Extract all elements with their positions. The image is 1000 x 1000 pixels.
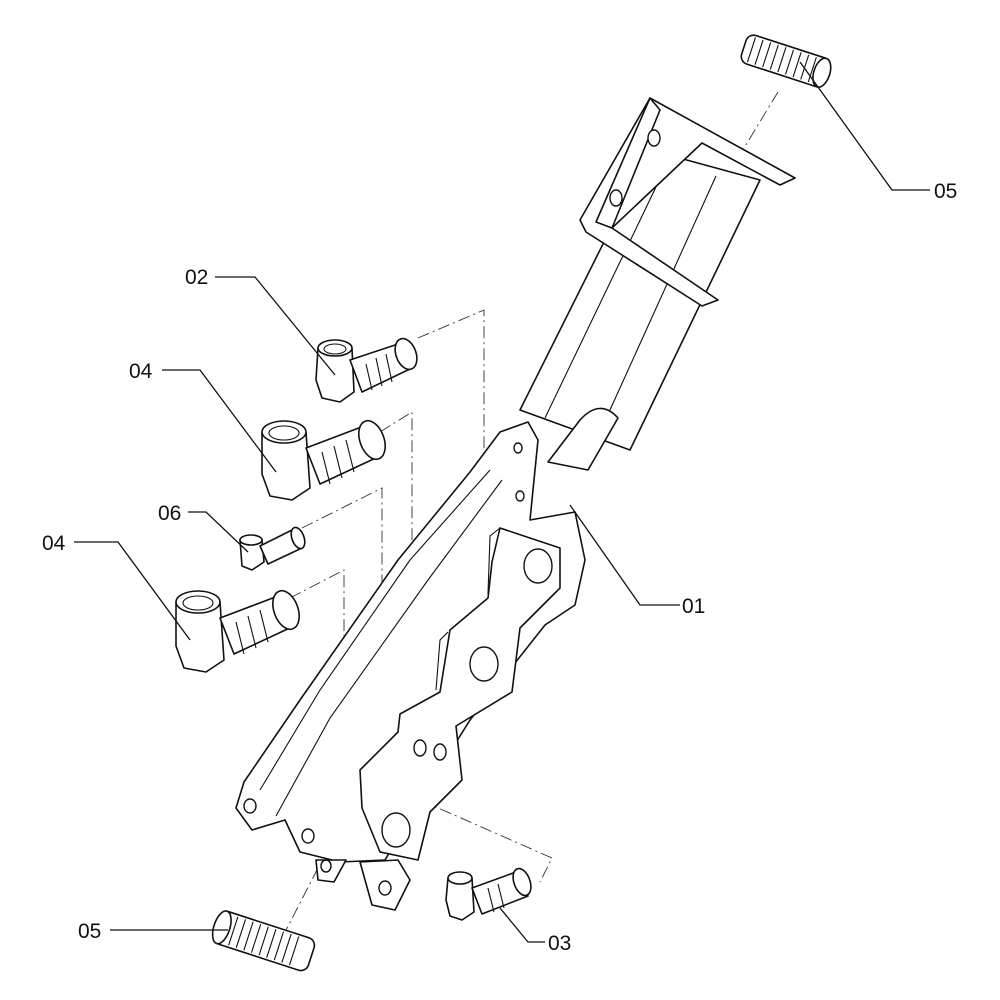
- leader-05-top: [799, 61, 930, 191]
- plate-hole-2: [515, 490, 525, 502]
- elbow-fitting-03: [445, 867, 532, 921]
- bracket-edge-2: [435, 631, 449, 691]
- elbow-fitting-04-upper: [261, 419, 386, 501]
- axis-plug-bottom: [281, 867, 319, 939]
- callout-03: 03: [548, 932, 571, 955]
- stepped-bracket: [359, 527, 561, 861]
- callout-05-bottom: 05: [78, 920, 101, 943]
- callout-05-top: 05: [934, 180, 957, 203]
- leader-04-lower: [74, 541, 191, 641]
- side-plate-flange-line: [259, 469, 491, 791]
- bracket-hole-2: [609, 189, 623, 207]
- plate-hole-3: [243, 798, 257, 814]
- plate-hole-4: [301, 828, 315, 844]
- main-frame-part-01: [235, 97, 796, 911]
- bracket-port-2: [469, 646, 499, 682]
- callout-04-upper: 04: [129, 360, 153, 383]
- bracket-port-4: [433, 743, 447, 761]
- axis-fitting-04-lower: [289, 569, 345, 860]
- small-fitting-06: [239, 526, 306, 571]
- leader-03: [499, 907, 545, 943]
- bracket-port-1: [523, 548, 553, 584]
- elbow-fitting-04-lower: [175, 589, 300, 673]
- plate-hole-1: [513, 442, 523, 454]
- leader-04-upper: [162, 369, 277, 473]
- tube-edge-line: [544, 161, 669, 419]
- axis-plug-top: [737, 91, 779, 159]
- tube-slot: [547, 407, 619, 471]
- callout-labels: 02 04 06 04 01 05 05 03: [42, 180, 957, 955]
- tube-edge-line-2: [599, 175, 717, 433]
- callout-06: 06: [158, 502, 181, 525]
- bracket-port-5: [381, 812, 411, 848]
- plug-05-top: [740, 34, 832, 88]
- side-plate-flange-line-2: [275, 479, 503, 817]
- leader-01: [569, 504, 680, 606]
- leader-lines: [74, 61, 930, 943]
- callout-04-lower: 04: [42, 532, 66, 555]
- leader-06: [188, 511, 249, 553]
- callout-02: 02: [185, 266, 208, 289]
- tab-hole-1: [378, 880, 392, 896]
- bracket-hole-1: [647, 129, 661, 147]
- axis-fitting-03: [419, 799, 553, 883]
- tab-hole-2: [320, 859, 332, 873]
- elbow-fitting-02: [315, 337, 418, 403]
- callout-01: 01: [682, 595, 705, 618]
- leader-02: [215, 276, 336, 376]
- bracket-edge: [487, 527, 501, 595]
- plug-05-bottom: [211, 910, 316, 972]
- bracket-port-3: [413, 739, 427, 757]
